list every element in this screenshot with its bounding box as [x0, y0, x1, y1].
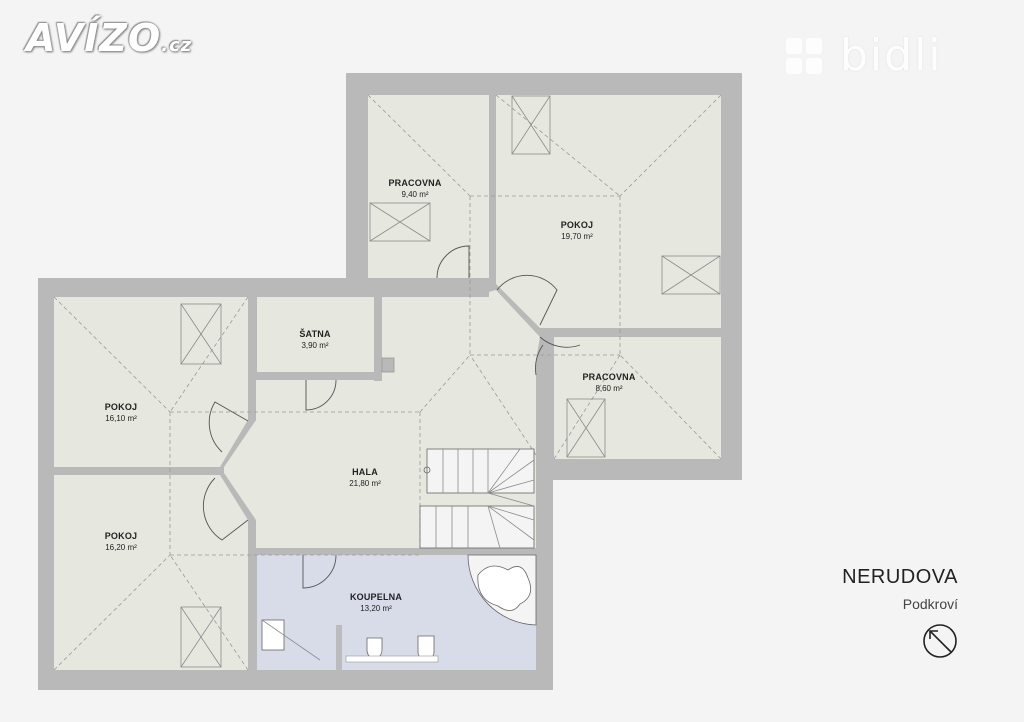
avizo-logo-suffix: .cz [161, 35, 193, 56]
roof-lines [53, 94, 722, 671]
room-label-name: HALA [352, 467, 378, 477]
room-label-area: 13,20 m² [360, 604, 392, 613]
plan-title: NERUDOVA [842, 566, 958, 588]
wall-segment [489, 95, 496, 285]
room-label-area: 8,60 m² [595, 384, 622, 393]
wall-segment [256, 372, 382, 380]
wall-segment [256, 548, 536, 555]
room-label-area: 19,70 m² [561, 232, 593, 241]
bidli-logo: bidli [780, 30, 943, 86]
wall-segment [248, 297, 256, 421]
wall-segment [546, 328, 721, 337]
room-label-name: KOUPELNA [350, 592, 402, 602]
room-label-name: PRACOVNA [388, 178, 441, 188]
room-label-area: 16,20 m² [105, 543, 137, 552]
room-label-area: 9,40 m² [401, 190, 428, 199]
plan-subtitle: Podkroví [902, 596, 958, 612]
room-label-area: 16,10 m² [105, 414, 137, 423]
avizo-logo: AVÍZO.cz [26, 16, 192, 60]
room-pokoj-left-bottom [54, 475, 248, 670]
skylights [180, 95, 721, 668]
bathroom-fixtures [261, 554, 537, 670]
room-pracovna-right [554, 337, 721, 459]
room-label-name: ŠATNA [299, 328, 331, 339]
room-label-area: 21,80 m² [349, 479, 381, 488]
room-pokoj-left-top [54, 297, 248, 467]
room-pokoj-top-right [496, 95, 721, 328]
room-satna [257, 297, 374, 372]
room-label-name: POKOJ [561, 220, 594, 230]
staircase [419, 448, 535, 549]
room-label-area: 3,90 m² [301, 341, 328, 350]
room-label-name: POKOJ [105, 402, 138, 412]
wall-segment [374, 297, 382, 381]
wall-segment [54, 467, 224, 475]
doors [202, 245, 581, 589]
bidli-logo-text: bidli [840, 30, 943, 81]
room-label-name: POKOJ [105, 531, 138, 541]
room-label-name: PRACOVNA [582, 372, 635, 382]
north-arrow-icon [923, 624, 957, 658]
chimney [381, 357, 395, 373]
wall-segment [546, 337, 554, 480]
avizo-logo-text: AVÍZO [26, 16, 162, 60]
bidli-logo-mark-icon [786, 38, 822, 74]
wall-segment [368, 278, 489, 297]
wall-segment [248, 520, 256, 670]
